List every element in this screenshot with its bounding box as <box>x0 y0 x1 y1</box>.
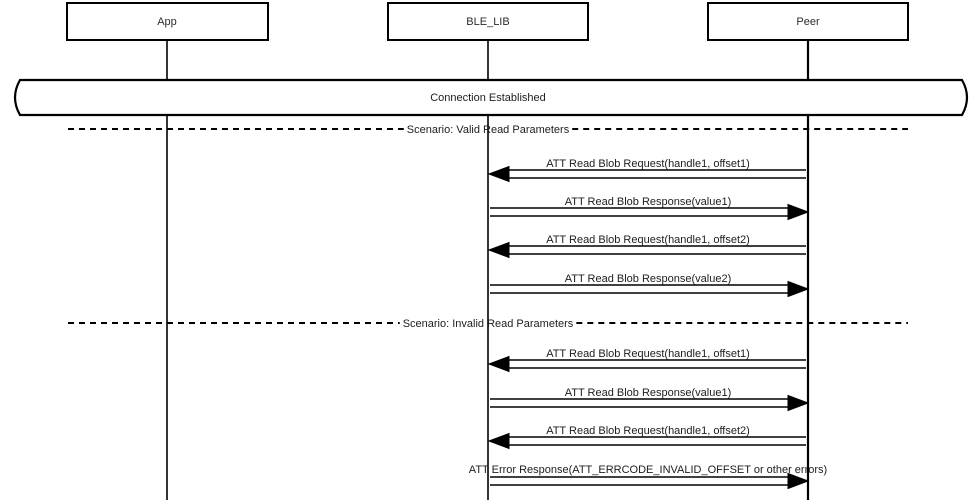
message-7[interactable]: ATT Error Response(ATT_ERRCODE_INVALID_O… <box>469 464 827 490</box>
participant-label-peer: Peer <box>796 16 820 28</box>
message-0-label: ATT Read Blob Request(handle1, offset1) <box>546 158 750 170</box>
message-3[interactable]: ATT Read Blob Response(value2) <box>490 273 810 298</box>
message-3-line <box>490 284 795 294</box>
participant-box-ble_lib[interactable] <box>387 2 589 41</box>
scenario-divider-invalid: Scenario: Invalid Read Parameters <box>68 318 908 330</box>
message-7-arrowhead <box>787 472 810 490</box>
message-1-arrowhead <box>787 203 810 221</box>
message-3-label: ATT Read Blob Response(value2) <box>565 273 732 285</box>
note-label: Connection Established <box>430 92 546 104</box>
participant-box-peer[interactable] <box>707 2 909 41</box>
participant-label-ble_lib: BLE_LIB <box>466 16 509 28</box>
messages-group: ATT Read Blob Request(handle1, offset1) … <box>469 158 827 490</box>
message-7-label: ATT Error Response(ATT_ERRCODE_INVALID_O… <box>469 464 827 476</box>
message-6-line <box>501 436 806 446</box>
message-6-arrowhead <box>487 432 510 450</box>
message-5-label: ATT Read Blob Response(value1) <box>565 387 732 399</box>
message-4-label: ATT Read Blob Request(handle1, offset1) <box>546 348 750 360</box>
message-1-line <box>490 207 795 217</box>
message-2[interactable]: ATT Read Blob Request(handle1, offset2) <box>487 234 806 259</box>
message-7-line <box>490 476 795 486</box>
message-4[interactable]: ATT Read Blob Request(handle1, offset1) <box>487 348 806 373</box>
message-1-label: ATT Read Blob Response(value1) <box>565 196 732 208</box>
message-6[interactable]: ATT Read Blob Request(handle1, offset2) <box>487 425 806 450</box>
participant-ble_lib[interactable]: BLE_LIB <box>387 2 589 41</box>
divider-label-valid: Scenario: Valid Read Parameters <box>407 124 570 136</box>
message-6-label: ATT Read Blob Request(handle1, offset2) <box>546 425 750 437</box>
message-2-arrowhead <box>487 241 510 259</box>
lifelines-group <box>166 40 810 500</box>
participant-peer[interactable]: Peer <box>707 2 909 41</box>
message-4-arrowhead <box>487 355 510 373</box>
connection-established-note: Connection Established <box>13 78 969 117</box>
note-shape-outline <box>13 78 969 117</box>
message-3-arrowhead <box>787 280 810 298</box>
participant-label-app: App <box>157 16 177 28</box>
message-5[interactable]: ATT Read Blob Response(value1) <box>490 387 810 412</box>
scenario-divider-valid: Scenario: Valid Read Parameters <box>68 124 908 136</box>
participant-app[interactable]: App <box>66 2 269 41</box>
message-0-arrowhead <box>487 165 510 183</box>
message-2-label: ATT Read Blob Request(handle1, offset2) <box>546 234 750 246</box>
message-2-line <box>501 245 806 255</box>
message-0[interactable]: ATT Read Blob Request(handle1, offset1) <box>487 158 806 183</box>
message-5-line <box>490 398 795 408</box>
message-5-arrowhead <box>787 394 810 412</box>
divider-label-invalid: Scenario: Invalid Read Parameters <box>403 318 574 330</box>
message-1[interactable]: ATT Read Blob Response(value1) <box>490 196 810 221</box>
message-4-line <box>501 359 806 369</box>
participant-box-app[interactable] <box>66 2 269 41</box>
participant-headers: App BLE_LIB Peer <box>66 2 909 41</box>
message-0-line <box>501 169 806 179</box>
